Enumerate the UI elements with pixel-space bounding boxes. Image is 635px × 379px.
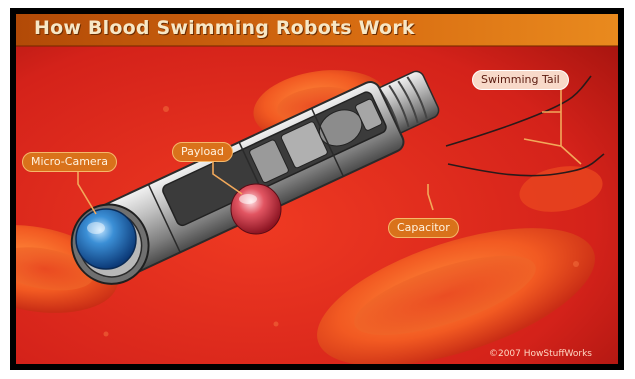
- title-bar: How Blood Swimming Robots Work: [16, 14, 618, 46]
- robot-illustration: [16, 14, 618, 364]
- copyright-text: ©2007 HowStuffWorks: [489, 349, 592, 359]
- label-capacitor: Capacitor: [388, 218, 459, 238]
- illustration: How Blood Swimming Robots Work Micro-Cam…: [16, 14, 618, 364]
- label-payload: Payload: [172, 142, 233, 162]
- image-frame: How Blood Swimming Robots Work Micro-Cam…: [10, 8, 624, 370]
- label-micro-camera: Micro-Camera: [22, 152, 117, 172]
- label-swimming-tail: Swimming Tail: [472, 70, 569, 90]
- camera-lens: [76, 209, 136, 269]
- diagram-title: How Blood Swimming Robots Work: [34, 17, 415, 39]
